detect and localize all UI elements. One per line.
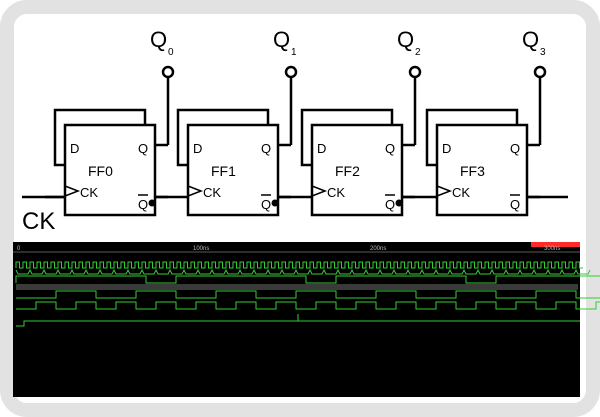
bus-band [16, 284, 578, 290]
flipflop-name: FF1 [211, 163, 236, 179]
flipflop-name: FF3 [460, 163, 485, 179]
qbar-output-label: Q [510, 197, 520, 212]
output-terminal [533, 65, 547, 79]
ck-input-label: CK [452, 185, 470, 200]
output-terminal [408, 65, 422, 79]
output-label-3: Q [522, 27, 539, 52]
clock-input-label: CK [22, 208, 55, 235]
q-output-label: Q [510, 141, 520, 156]
output-terminal [161, 65, 175, 79]
ck-input-label: CK [80, 185, 98, 200]
time-label-0: 0 [17, 246, 21, 252]
time-label-200ns: 200ns [370, 246, 386, 252]
ck-input-label: CK [203, 185, 221, 200]
waveform-panel: 0 100ns 200ns 300ns [13, 242, 600, 397]
output-terminal [284, 65, 298, 79]
qbar-output-label: Q [261, 197, 271, 212]
bus-trace [15, 268, 591, 275]
qbar-output-label: Q [138, 197, 148, 212]
q-output-label: Q [138, 141, 148, 156]
flipflop-body [435, 123, 529, 217]
flipflop-body [310, 123, 404, 217]
marker-badge [531, 242, 580, 247]
q-output-label: Q [385, 141, 395, 156]
output-label-1: Q [273, 27, 290, 52]
d-input-label: D [442, 141, 451, 156]
time-label-100ns: 100ns [193, 246, 209, 252]
output-subscript: 0 [168, 47, 174, 58]
output-subscript: 3 [540, 47, 546, 58]
junction-dot [271, 199, 279, 207]
output-subscript: 2 [415, 47, 421, 58]
q2-trace [16, 290, 600, 299]
d-input-label: D [70, 141, 79, 156]
output-label-0: Q [150, 27, 167, 52]
junction-dot [148, 199, 156, 207]
flipflop-body [63, 123, 157, 217]
flipflop-name: FF0 [88, 163, 113, 179]
qbar-output-label: Q [385, 197, 395, 212]
ck-input-label: CK [327, 185, 345, 200]
q-output-label: Q [261, 141, 271, 156]
flipflop-name: FF2 [335, 163, 360, 179]
output-subscript: 1 [291, 47, 297, 58]
q1-trace [16, 301, 600, 310]
d-input-label: D [193, 141, 202, 156]
junction-dot [395, 199, 403, 207]
q3-trace [15, 275, 600, 284]
time-label-300ns: 300ns [544, 246, 560, 252]
d-input-label: D [317, 141, 326, 156]
output-label-2: Q [397, 27, 414, 52]
clock-trace [15, 261, 583, 269]
flipflop-body [186, 123, 280, 217]
reset-trace [16, 320, 580, 327]
